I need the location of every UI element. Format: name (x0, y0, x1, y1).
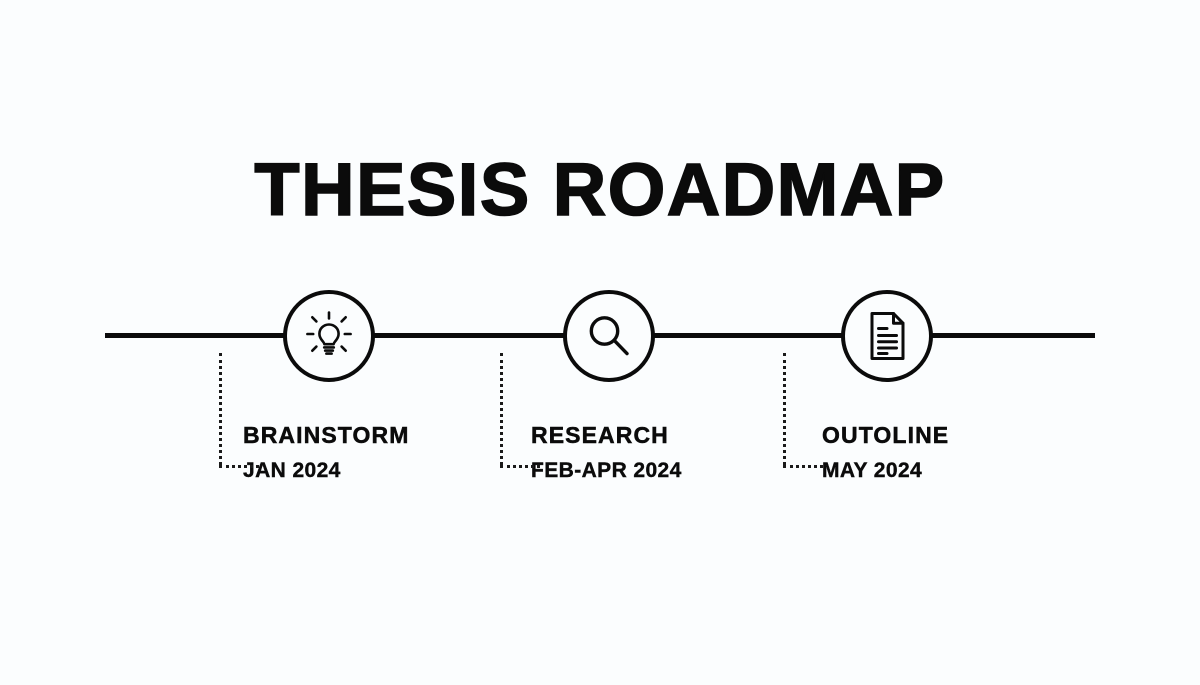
milestone-label-research: RESEARCH FEB-APR 2024 (531, 422, 682, 482)
connector-run (783, 465, 823, 468)
connector-drop (219, 353, 222, 465)
milestone-title: OUTOLINE (822, 422, 950, 448)
connector-run (500, 465, 540, 468)
document-icon (863, 310, 911, 362)
milestone-label-outline: OUTOLINE MAY 2024 (822, 422, 950, 482)
magnifier-icon (584, 311, 634, 361)
milestone-node-research[interactable] (563, 290, 655, 382)
connector-drop (500, 353, 503, 465)
milestone-date: FEB-APR 2024 (531, 459, 682, 482)
page-title: THESIS ROADMAP (254, 148, 946, 231)
milestone-label-brainstorm: BRAINSTORM JAN 2024 (243, 422, 410, 482)
lightbulb-icon (302, 309, 356, 363)
connector-drop (783, 353, 786, 465)
milestone-date: MAY 2024 (822, 459, 923, 482)
milestone-node-outline[interactable] (841, 290, 933, 382)
milestone-node-brainstorm[interactable] (283, 290, 375, 382)
milestone-title: BRAINSTORM (243, 422, 410, 448)
milestone-date: JAN 2024 (243, 459, 341, 482)
connector-run (219, 465, 259, 468)
milestone-title: RESEARCH (531, 422, 669, 448)
